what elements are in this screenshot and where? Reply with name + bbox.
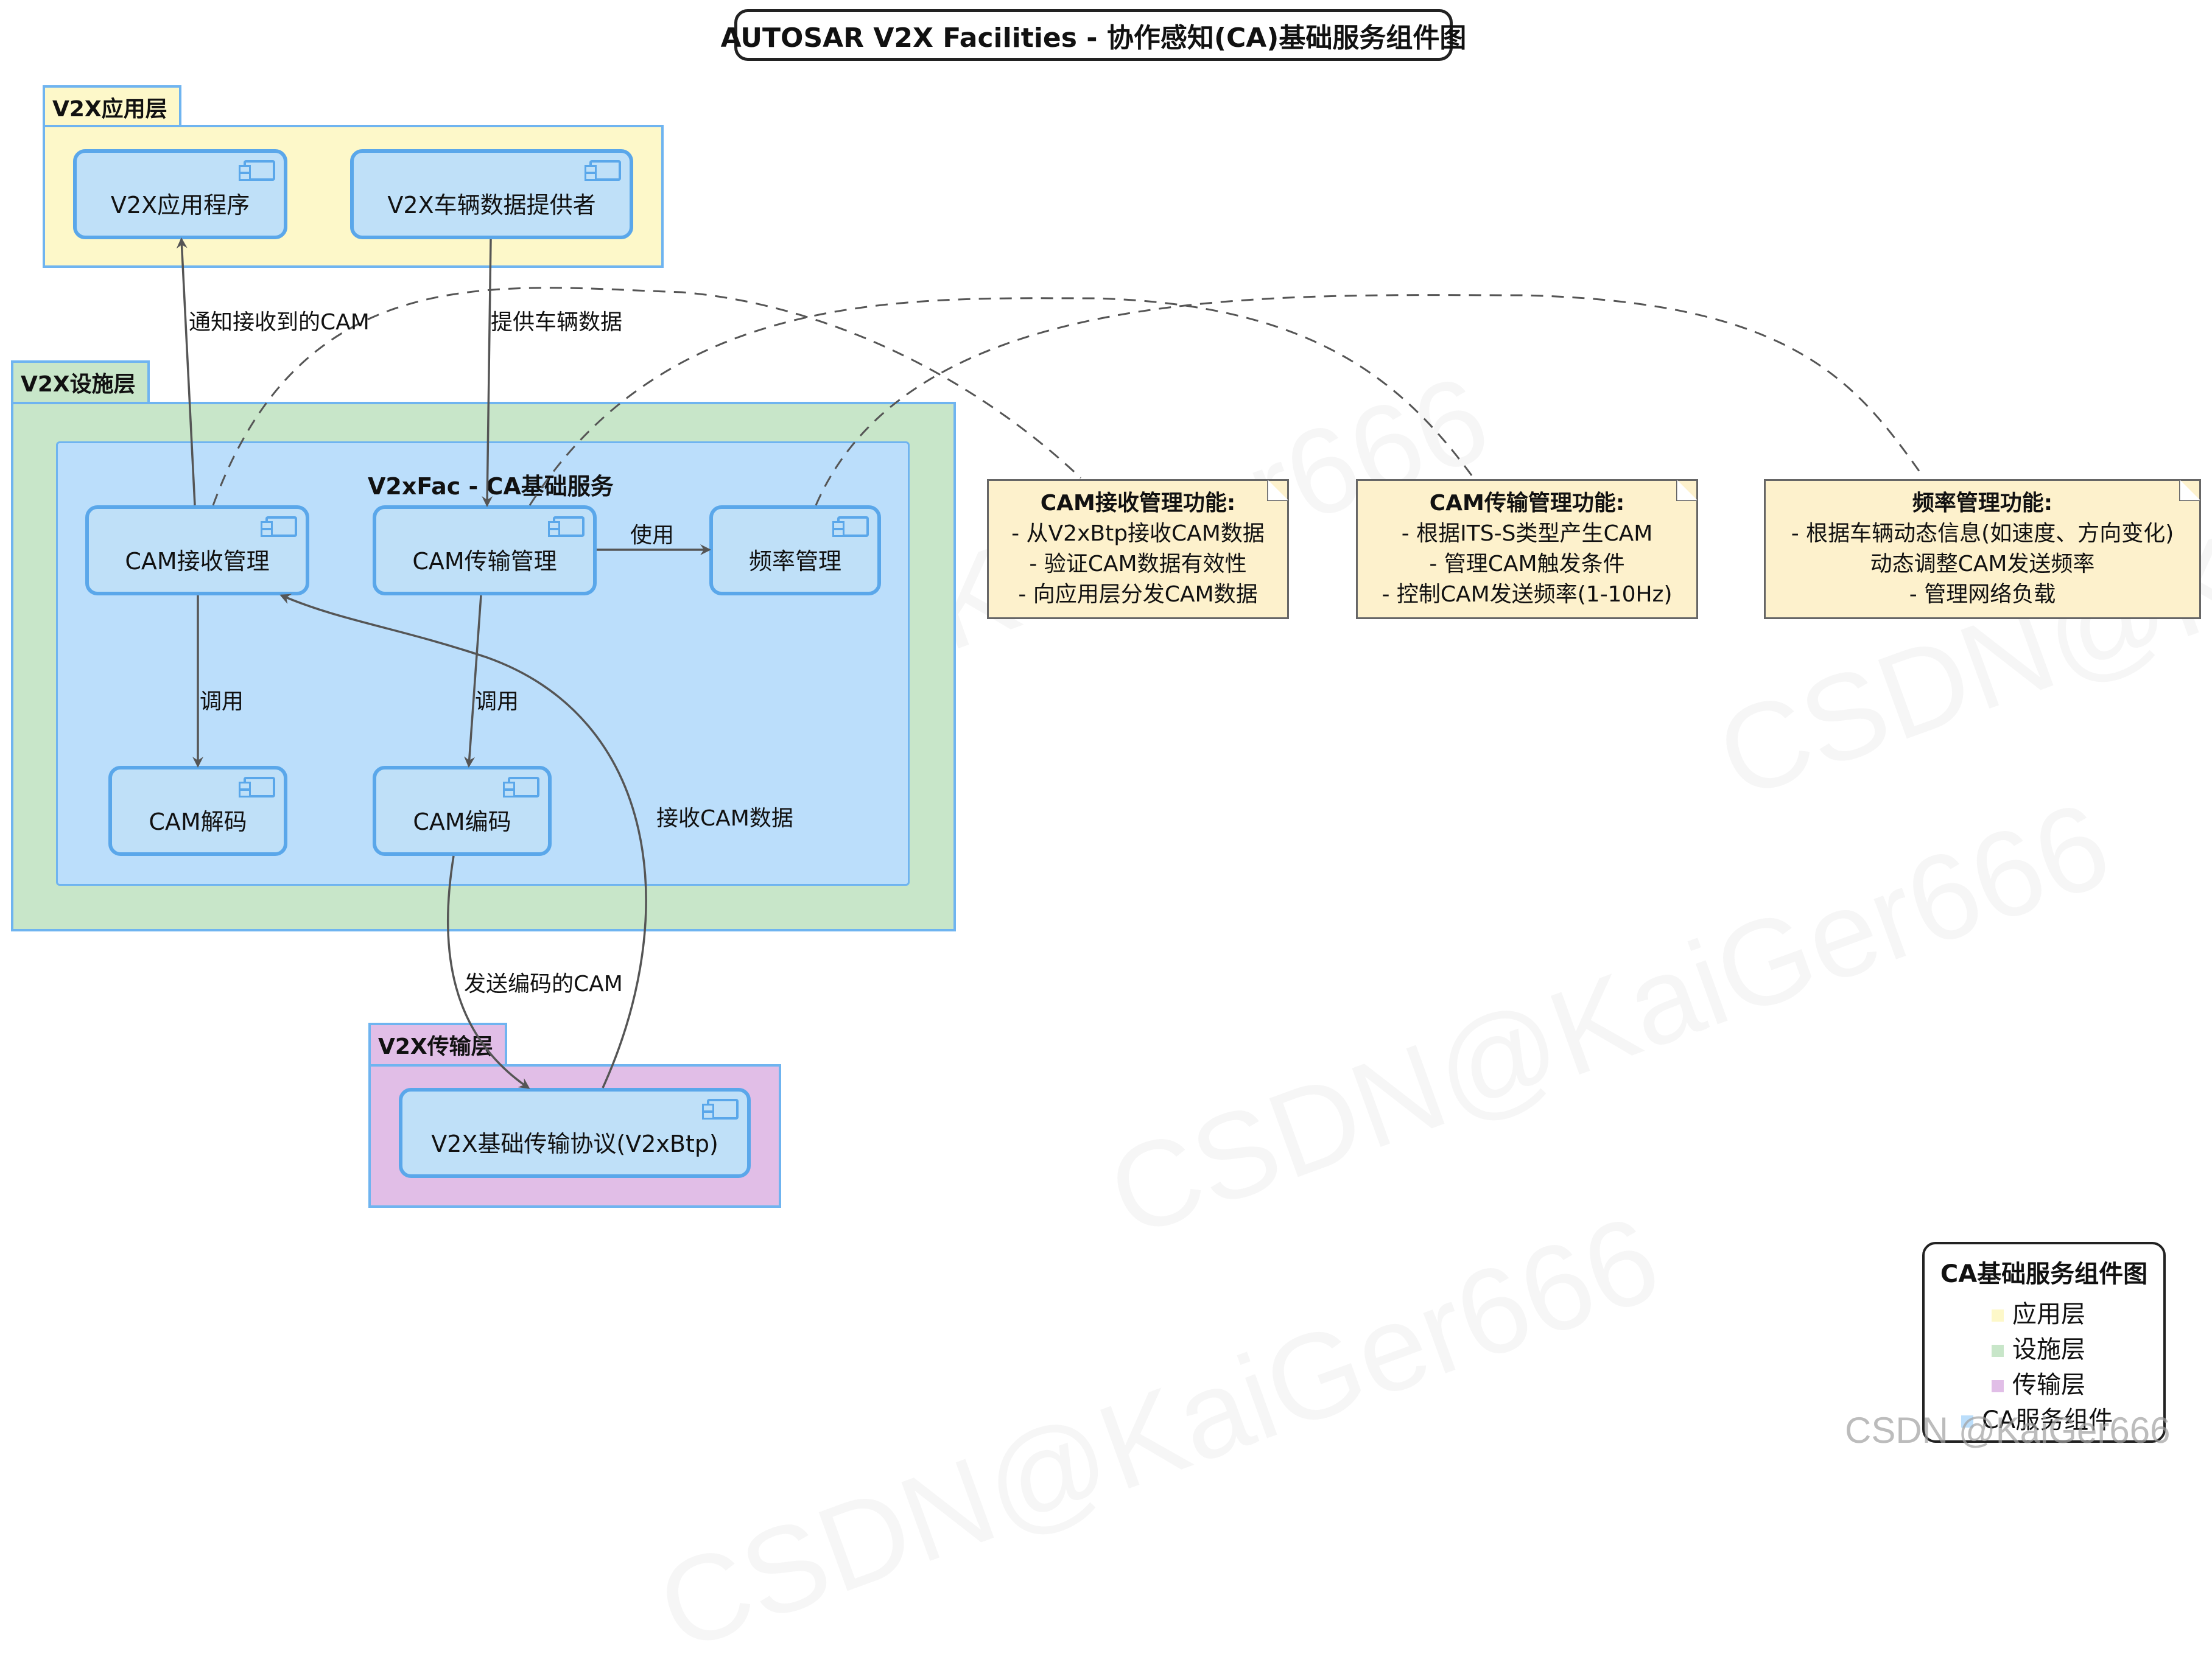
- note-title: CAM接收管理功能:: [1040, 491, 1236, 516]
- legend-item: 传输层: [1992, 1365, 2085, 1400]
- component-label: CAM传输管理: [412, 547, 557, 575]
- component-label: 频率管理: [748, 547, 841, 575]
- note-fold-icon: [1676, 479, 1698, 501]
- component-label: V2X基础传输协议(V2xBtp): [431, 1130, 718, 1157]
- package-tab-facility: V2X设施层: [11, 360, 150, 402]
- component-v2x-btp[interactable]: V2X基础传输协议(V2xBtp): [399, 1088, 751, 1178]
- corner-watermark: CSDN @KaiGer666: [1845, 1410, 2171, 1451]
- component-label: CAM编码: [413, 808, 511, 835]
- note-line: - 根据车辆动态信息(如速度、方向变化): [1791, 521, 2174, 546]
- note-fold-icon: [1267, 479, 1289, 501]
- note-line: - 管理网络负载: [1909, 582, 2056, 607]
- component-cam-decode[interactable]: CAM解码: [108, 766, 287, 856]
- edge-label-send: 发送编码的CAM: [464, 972, 623, 997]
- legend-label: CA服务组件: [1982, 1406, 2113, 1434]
- legend-item: CA服务组件: [1961, 1400, 2113, 1435]
- edge-label-call: 调用: [200, 689, 244, 714]
- legend-label: 传输层: [2012, 1371, 2085, 1399]
- edge-label-call: 调用: [475, 689, 519, 714]
- legend-label: 应用层: [2012, 1300, 2085, 1328]
- edge-send: [446, 855, 530, 1089]
- component-label: CAM解码: [149, 808, 247, 835]
- legend: CA基础服务组件图 应用层 设施层 传输层 CA服务组件: [1922, 1242, 2166, 1443]
- note-line: - 向应用层分发CAM数据: [1018, 582, 1258, 607]
- legend-swatch: [1992, 1345, 2004, 1357]
- note-line: - 从V2xBtp接收CAM数据: [1011, 521, 1265, 546]
- component-label: V2X车辆数据提供者: [387, 191, 596, 219]
- edge-notify: [176, 237, 196, 506]
- note-title: 频率管理功能:: [1912, 491, 2053, 516]
- connector-layer: [176, 237, 1925, 1089]
- note-freq: 频率管理功能: - 根据车辆动态信息(如速度、方向变化) 动态调整CAM发送频率…: [1764, 479, 2201, 619]
- package-tab-app: V2X应用层: [43, 85, 181, 127]
- note-title: CAM传输管理功能:: [1429, 491, 1625, 516]
- note-link-freq: [815, 294, 1925, 506]
- note-line: - 验证CAM数据有效性: [1029, 552, 1247, 577]
- edge-label-provide: 提供车辆数据: [491, 310, 623, 335]
- edge-label-notify: 通知接收到的CAM: [189, 310, 370, 335]
- note-line: - 管理CAM触发条件: [1429, 552, 1625, 577]
- component-icon: [832, 516, 869, 537]
- component-label: V2X应用程序: [110, 191, 250, 219]
- component-icon: [239, 777, 275, 797]
- note-link-tx: [528, 297, 1475, 506]
- diagram-title: AUTOSAR V2X Facilities - 协作感知(CA)基础服务组件图: [721, 9, 1466, 61]
- legend-swatch: [1992, 1309, 2004, 1322]
- component-icon: [261, 516, 297, 537]
- note-cam-rx: CAM接收管理功能: - 从V2xBtp接收CAM数据 - 验证CAM数据有效性…: [987, 479, 1289, 619]
- component-icon: [548, 516, 585, 537]
- component-v2x-vehicle-data[interactable]: V2X车辆数据提供者: [350, 149, 633, 239]
- edge-recv: [279, 594, 647, 1088]
- note-line: - 根据ITS-S类型产生CAM: [1401, 521, 1653, 546]
- note-line: - 控制CAM发送频率(1-10Hz): [1382, 582, 1673, 607]
- edge-call-encode: [464, 595, 482, 768]
- component-icon: [702, 1099, 739, 1120]
- legend-swatch: [1992, 1380, 2004, 1392]
- note-cam-tx: CAM传输管理功能: - 根据ITS-S类型产生CAM - 管理CAM触发条件 …: [1356, 479, 1698, 619]
- legend-title: CA基础服务组件图: [1940, 1260, 2148, 1288]
- component-freq[interactable]: 频率管理: [709, 505, 881, 595]
- component-cam-rx[interactable]: CAM接收管理: [85, 505, 309, 595]
- legend-label: 设施层: [2012, 1336, 2085, 1364]
- package-tab-transport: V2X传输层: [368, 1023, 507, 1064]
- edge-provide: [482, 239, 493, 507]
- ca-service-title: V2xFac - CA基础服务: [368, 473, 614, 500]
- component-icon: [503, 777, 539, 797]
- note-fold-icon: [2179, 479, 2201, 501]
- note-line: 动态调整CAM发送频率: [1870, 552, 2095, 577]
- component-icon: [585, 160, 621, 181]
- component-icon: [239, 160, 275, 181]
- note-link-rx: [212, 287, 1082, 506]
- legend-item: 应用层: [1992, 1294, 2085, 1330]
- legend-item: 设施层: [1992, 1330, 2085, 1365]
- edge-label-use: 使用: [630, 523, 675, 548]
- diagram-canvas: CSDN@KaiGer666 CSDN@KaiGer666 CSDN@KaiGe…: [11, 9, 2201, 1451]
- edge-label-recv: 接收CAM数据: [656, 806, 793, 831]
- component-v2x-app[interactable]: V2X应用程序: [73, 149, 287, 239]
- legend-swatch: [1961, 1415, 1973, 1428]
- component-cam-encode[interactable]: CAM编码: [373, 766, 552, 856]
- component-label: CAM接收管理: [125, 547, 270, 575]
- component-cam-tx[interactable]: CAM传输管理: [373, 505, 597, 595]
